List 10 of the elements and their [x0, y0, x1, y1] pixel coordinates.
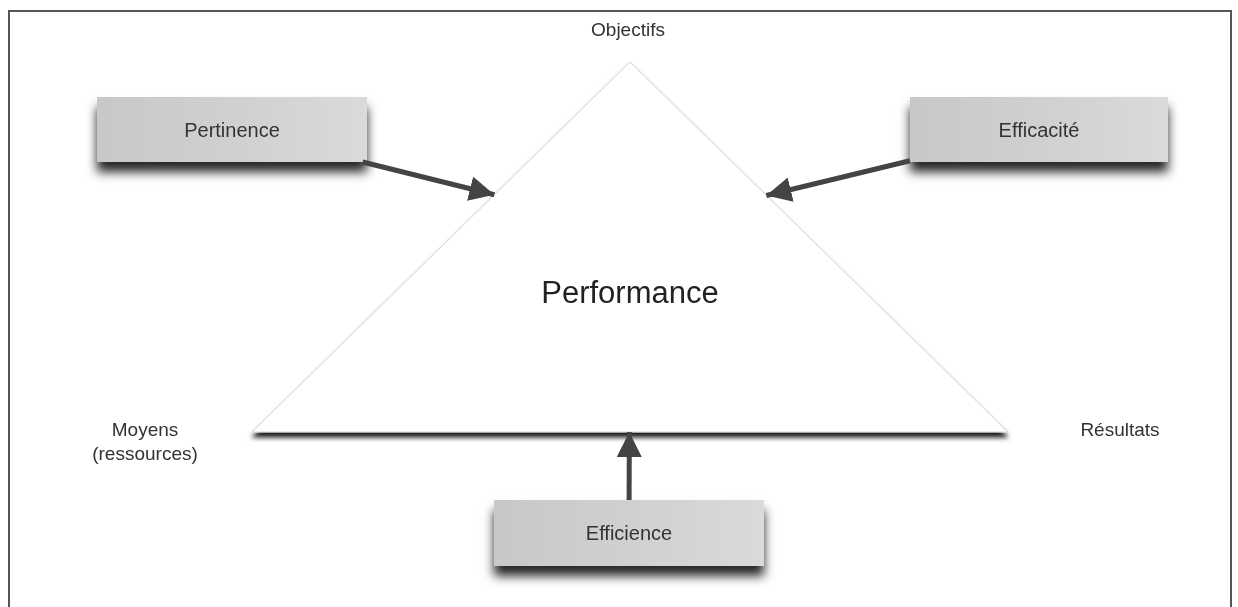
process-box: Efficience	[494, 500, 764, 566]
corner-label: Moyens (ressources)	[91, 418, 199, 466]
arrow	[765, 158, 911, 202]
corner-label: Résultats	[1079, 418, 1161, 442]
arrow	[616, 432, 642, 500]
arrow	[362, 159, 495, 201]
corner-label: Objectifs	[590, 18, 666, 42]
node-title: Performance	[541, 274, 719, 312]
process-box: Efficacité	[910, 97, 1168, 162]
process-box: Pertinence	[97, 97, 367, 162]
